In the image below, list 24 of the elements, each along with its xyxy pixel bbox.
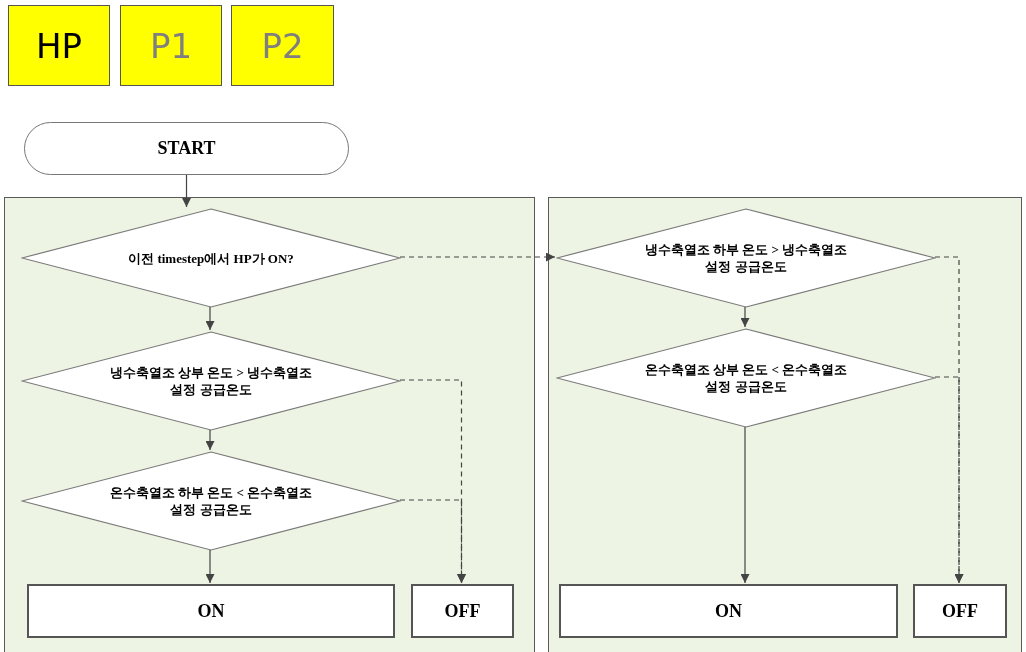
arrow: [205, 429, 215, 451]
arrow: [205, 549, 215, 584]
arrow: [399, 499, 466, 584]
result-box: ON: [559, 584, 898, 638]
arrow: [399, 252, 556, 262]
decision-diamond: 온수축열조 상부 온도 < 온수축열조 설정 공급온도: [556, 328, 936, 428]
label-box: P2: [231, 5, 334, 86]
arrow: [182, 174, 191, 208]
decision-diamond: 냉수축열조 하부 온도 > 냉수축열조 설정 공급온도: [556, 208, 936, 308]
result-box: OFF: [411, 584, 514, 638]
panel-background: [548, 197, 1022, 652]
result-box: OFF: [913, 584, 1007, 638]
arrow: [740, 426, 750, 584]
decision-diamond: 온수축열조 하부 온도 < 온수축열조 설정 공급온도: [21, 451, 401, 551]
label-box: HP: [8, 5, 110, 86]
panel-background: [4, 197, 535, 652]
arrow: [205, 306, 215, 331]
label-box: P1: [120, 5, 222, 86]
arrow: [934, 376, 964, 584]
decision-diamond: 이전 timestep에서 HP가 ON?: [21, 208, 401, 308]
result-box: ON: [27, 584, 395, 638]
arrow: [740, 306, 750, 328]
decision-diamond: 냉수축열조 상부 온도 > 냉수축열조 설정 공급온도: [21, 331, 401, 431]
start-terminal: START: [24, 122, 349, 175]
